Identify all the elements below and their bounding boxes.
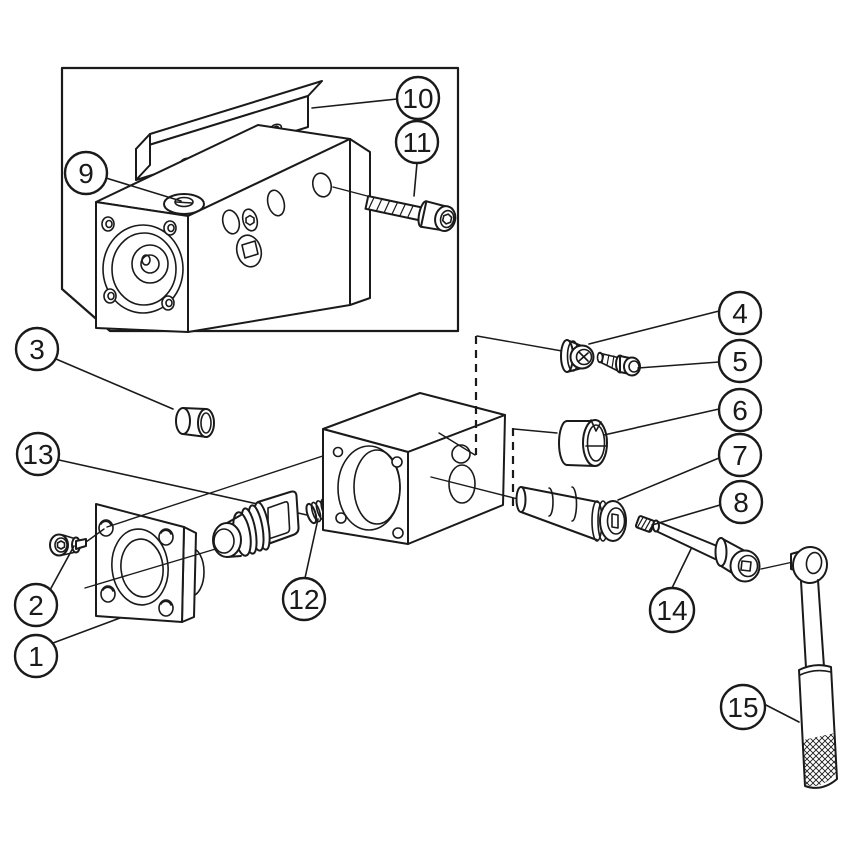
clamp-cartridge <box>212 490 300 558</box>
leader-6 <box>603 408 720 436</box>
callout-6: 6 <box>717 387 763 433</box>
leader-9 <box>105 177 182 202</box>
callout-8: 8 <box>718 479 764 525</box>
flange-plate <box>95 503 205 623</box>
svg-text:10: 10 <box>402 83 433 114</box>
bushing-3 <box>175 407 215 438</box>
cap-plug-4 <box>560 339 595 373</box>
knurl-texture <box>803 733 837 787</box>
svg-text:11: 11 <box>402 127 431 158</box>
svg-text:15: 15 <box>727 692 758 723</box>
leader-5 <box>637 361 720 369</box>
main-assembly <box>49 335 838 789</box>
svg-text:2: 2 <box>28 590 44 621</box>
inset-block-corner-holes <box>101 216 177 311</box>
wrench-15 <box>790 546 838 789</box>
leader-1 <box>52 617 121 644</box>
screw2-alignment-line <box>106 450 339 528</box>
callout-12: 12 <box>281 576 327 622</box>
set-screw-8 <box>634 515 656 533</box>
svg-text:7: 7 <box>732 440 748 471</box>
callout-15: 15 <box>719 683 767 731</box>
screw-2 <box>49 528 105 557</box>
callout-13: 13 <box>15 431 61 477</box>
callout-3: 3 <box>14 326 60 372</box>
svg-text:13: 13 <box>22 439 53 470</box>
leader-11 <box>413 162 418 197</box>
callout-9: 9 <box>63 150 109 196</box>
callout-1: 1 <box>13 633 59 679</box>
svg-text:9: 9 <box>78 158 94 189</box>
screw-5 <box>596 351 641 377</box>
flange-corner-holes <box>98 519 174 617</box>
bore-axis-line <box>84 541 240 589</box>
leader-2 <box>49 545 75 591</box>
callout-10: 10 <box>395 75 441 121</box>
split-sleeve-6 <box>558 419 608 467</box>
inset-block-side-holes <box>221 172 333 268</box>
svg-text:5: 5 <box>732 346 748 377</box>
callout-balloons: 1 2 3 4 5 6 7 8 <box>13 75 767 731</box>
cap4-alignment-line <box>476 335 563 352</box>
leader-3 <box>55 358 174 410</box>
svg-text:4: 4 <box>732 298 748 329</box>
svg-text:3: 3 <box>29 334 45 365</box>
leader-8 <box>651 504 721 526</box>
inset-block <box>95 124 371 333</box>
leader-12 <box>304 518 319 579</box>
callout-11: 11 <box>394 119 440 165</box>
housing-block <box>322 392 519 545</box>
leader-7 <box>617 457 720 501</box>
leader-10 <box>311 98 398 109</box>
ring6-alignment-line <box>513 428 558 434</box>
cap-screw-11 <box>332 186 457 232</box>
callout-14: 14 <box>648 586 696 634</box>
callout-4: 4 <box>717 290 763 336</box>
svg-text:8: 8 <box>733 487 749 518</box>
leader-15 <box>763 703 800 723</box>
callout-2: 2 <box>13 582 59 628</box>
leader-4 <box>588 310 720 345</box>
callout-5: 5 <box>717 338 763 384</box>
svg-text:14: 14 <box>656 595 687 626</box>
inset-border <box>60 66 460 333</box>
svg-text:1: 1 <box>28 641 44 672</box>
leader-lines <box>49 98 800 723</box>
svg-text:6: 6 <box>732 395 748 426</box>
callout-7: 7 <box>717 432 763 478</box>
svg-text:12: 12 <box>288 584 319 615</box>
housing-side-keyhole <box>448 444 476 504</box>
leader-14 <box>671 548 692 589</box>
clamp-shaft-7 <box>515 486 627 542</box>
pivot-pin-14 <box>652 519 794 583</box>
inset-panel <box>60 66 460 333</box>
housing-front-holes <box>332 446 404 539</box>
